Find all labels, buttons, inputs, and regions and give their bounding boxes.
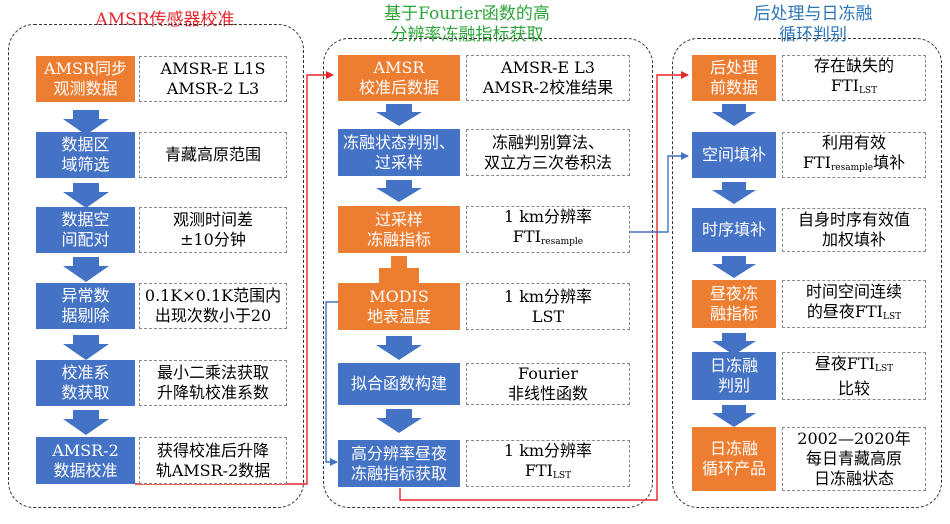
blue-connector <box>630 152 689 233</box>
down-arrow-icon <box>712 182 756 204</box>
amsr2-calibration-box: AMSR-2 数据校准 <box>36 437 135 484</box>
freeze-thaw-classification-box: 冻融状态判别、 过采样 <box>338 129 460 176</box>
freeze-thaw-classification-desc: 冻融判别算法、双立方三次卷积法 <box>466 129 630 176</box>
down-arrow-icon <box>376 180 422 202</box>
high-res-index-box: 高分辨率昼夜 冻融指标获取 <box>338 440 460 487</box>
red-connector <box>135 71 334 485</box>
region-filter-box: 数据区 域筛选 <box>36 132 135 178</box>
down-arrow-icon <box>376 104 422 126</box>
down-arrow-icon <box>63 335 109 360</box>
spatial-pairing-box: 数据空 间配对 <box>36 207 135 253</box>
daily-ft-classification-box: 日冻融 判别 <box>692 352 776 400</box>
calibration-panel <box>8 24 304 508</box>
fourier-column-title: 基于Fourier函数的高 分辨率冻融指标获取 <box>384 4 550 45</box>
outlier-removal-desc: 0.1K×0.1K范围内出现次数小于20 <box>139 283 287 329</box>
temporal-fill-box: 时序填补 <box>692 208 776 252</box>
region-filter-desc: 青藏高原范围 <box>139 132 287 178</box>
calibration-column-title: AMSR传感器校准 <box>95 10 235 30</box>
post-column-title: 后处理与日冻融 循环判别 <box>753 4 873 45</box>
daily-ft-cycle-product-desc: 2002—2020年每日青藏高原日冻融状态 <box>782 427 926 491</box>
temporal-fill-desc: 自身时序有效值加权填补 <box>782 208 926 252</box>
down-arrow-icon <box>376 409 422 433</box>
post-panel <box>672 38 942 508</box>
down-arrow-icon <box>63 257 109 282</box>
down-arrow-icon <box>712 333 756 355</box>
down-arrow-icon <box>712 256 756 278</box>
down-arrow-icon <box>63 110 109 135</box>
down-arrow-icon <box>712 104 756 126</box>
down-arrow-icon <box>63 410 109 435</box>
blue-connector <box>325 301 338 466</box>
pre-processing-data-box: 后处理 前数据 <box>692 55 776 101</box>
day-night-index-desc: 时间空间连续的昼夜FTILST <box>782 280 926 328</box>
spatial-fill-box: 空间填补 <box>692 132 776 178</box>
down-arrow-icon <box>712 405 756 427</box>
daily-ft-cycle-product-box: 日冻融 循环产品 <box>692 427 776 491</box>
outlier-removal-box: 异常数 据剔除 <box>36 283 135 329</box>
fourier-panel <box>323 38 653 508</box>
amsr2-calibration-desc: 获得校准后升降轨AMSR-2数据 <box>139 437 287 484</box>
coefficient-acquisition-box: 校准系 数获取 <box>36 360 135 406</box>
modis-lst-box: MODIS 地表温度 <box>338 283 460 330</box>
down-arrow-icon <box>376 336 422 360</box>
red-connector <box>399 71 689 501</box>
oversampled-index-box: 过采样 冻融指标 <box>338 206 460 253</box>
day-night-index-box: 昼夜冻 融指标 <box>692 280 776 328</box>
fitting-function-box: 拟合函数构建 <box>338 363 460 405</box>
coefficient-acquisition-desc: 最小二乘法获取升降轨校准系数 <box>139 360 287 406</box>
down-arrow-icon <box>63 183 109 208</box>
spatial-pairing-desc: 观测时间差±10分钟 <box>139 207 287 253</box>
amsr-calibrated-data-box: AMSR 校准后数据 <box>338 55 460 101</box>
amsr-sync-observation-box: AMSR同步 观测数据 <box>36 56 135 102</box>
